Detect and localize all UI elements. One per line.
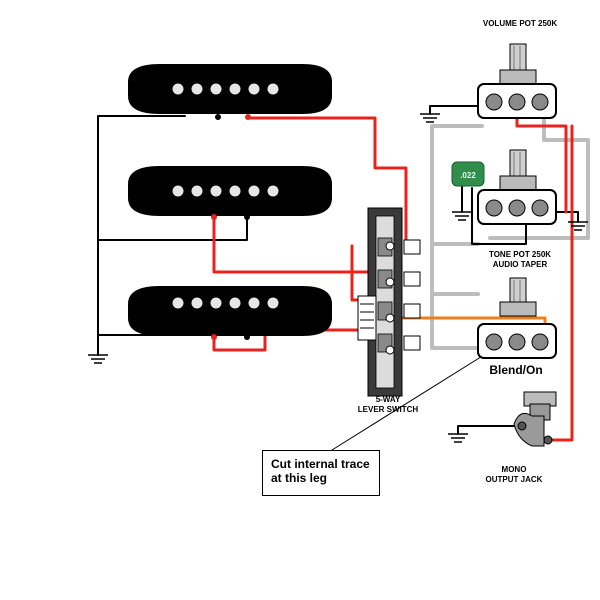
blend-pot-label: Blend/On [489,363,542,377]
lever-switch: 5-WAY LEVER SWITCH [357,207,421,414]
ground-icon [452,211,472,221]
switch-label-line1: 5-WAY [376,395,401,404]
ground-wire [429,105,491,115]
hot-wire [212,215,392,284]
switch-label-line2: LEVER SWITCH [358,405,419,414]
hot-wire [245,116,408,248]
volume-pot-label: VOLUME POT 250K [483,19,557,28]
tone-pot-label-line1: TONE POT 250K [489,250,551,259]
jack-label-line1: MONO [502,465,527,474]
shield-wire [430,124,484,350]
neck-pickup [128,64,332,120]
ground-wire [97,216,248,241]
ground-icon [448,433,468,443]
ground-wire [97,115,186,336]
callout-line1: Cut internal trace [271,457,370,471]
ground-icon [420,113,440,123]
capacitor-label: .022 [460,171,476,180]
callout-box: Cut internal trace at this leg [262,450,380,496]
tone-pot-label-line2: AUDIO TAPER [493,260,548,269]
jack-label-line2: OUTPUT JACK [486,475,543,484]
output-jack: MONO OUTPUT JACK [486,391,557,484]
ground-wire [457,425,521,435]
shield-wire [488,106,590,240]
volume-pot: VOLUME POT 250K [477,19,557,119]
blend-pot: Blend/On [477,277,557,377]
ground-symbols [88,113,588,443]
hot-wire [546,124,574,442]
ground-wire [97,334,186,356]
callout-line2: at this leg [271,471,328,485]
callout-leader [331,349,493,451]
capacitor: .022 [451,161,485,187]
ground-icon [568,221,588,231]
ground-icon [88,354,108,364]
middle-pickup [128,166,332,220]
ground-wire [471,187,527,245]
tone-pot: TONE POT 250K AUDIO TAPER [477,149,557,269]
bridge-pickup [128,286,332,340]
